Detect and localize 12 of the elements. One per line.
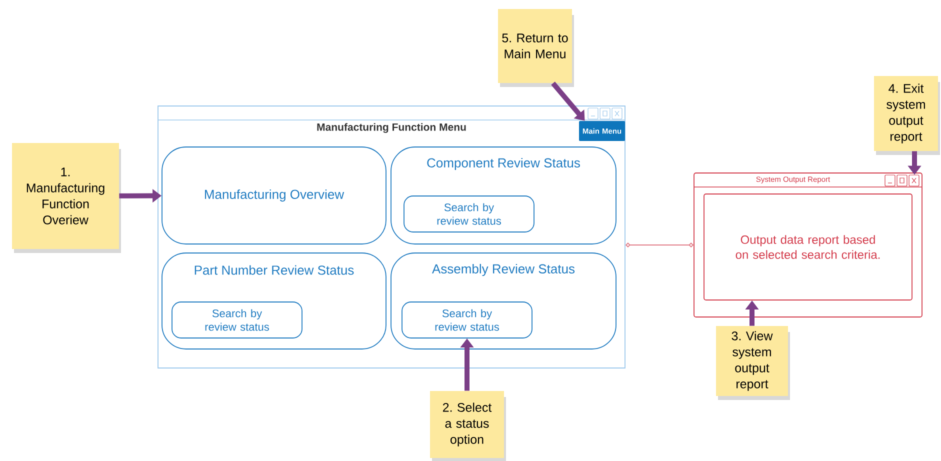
report-content-box: Output data report based on selected search criteria.: [704, 194, 912, 300]
sticky-note: 5. Return to Main Menu: [498, 9, 574, 87]
sticky-note: 3. View system output report: [716, 326, 790, 400]
window-title: Manufacturing Function Menu: [317, 123, 466, 133]
search-button: Search by review status: [404, 196, 534, 232]
sticky-note: 4. Exit system output report: [874, 76, 940, 155]
sticky-note: 1. Manufacturing Function Overiew: [12, 143, 121, 253]
menu-panel: Manufacturing Overview: [162, 146, 386, 244]
search-button: Search by review status: [172, 302, 302, 338]
close-button: [908, 174, 920, 186]
sticky-note: 2. Select a status option: [430, 391, 506, 461]
search-button: Search by review status: [402, 302, 532, 338]
